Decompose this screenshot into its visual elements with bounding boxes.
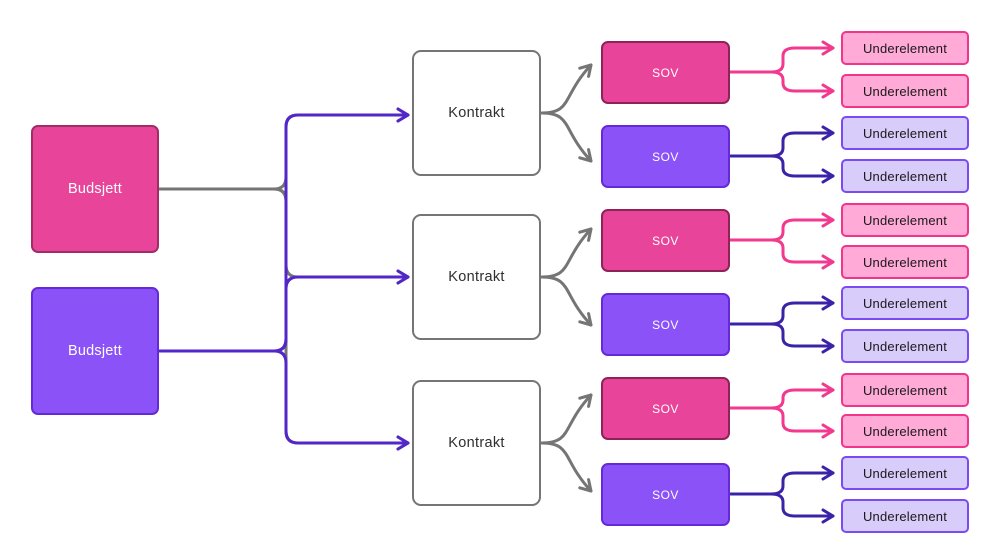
kontrakt-label: Kontrakt [448, 105, 505, 121]
edge-sov4-under7 [729, 295, 835, 326]
underelement-node-8[interactable]: Underelement [841, 329, 969, 363]
kontrakt-node-3[interactable]: Kontrakt [412, 380, 541, 506]
edge-sov5-under9 [729, 382, 835, 410]
edge-kontrakt2-sov4 [540, 275, 593, 327]
sov-label: SOV [652, 401, 679, 416]
budsjett-node-1[interactable]: Budsjett [31, 125, 159, 253]
budsjett-label: Budsjett [68, 343, 122, 359]
edge-kontrakt2-sov3 [540, 227, 593, 279]
sov-node-5[interactable]: SOV [601, 377, 730, 440]
edge-sov4-under8 [729, 322, 835, 354]
underelement-label: Underelement [862, 382, 948, 398]
underelement-node-9[interactable]: Underelement [841, 373, 969, 407]
sov-label: SOV [652, 233, 679, 248]
budsjett-node-2[interactable]: Budsjett [31, 287, 159, 415]
underelement-label: Underelement [862, 168, 948, 184]
edge-budsjett2-kontrakt3 [158, 349, 410, 451]
kontrakt-node-2[interactable]: Kontrakt [412, 214, 541, 340]
sov-node-6[interactable]: SOV [601, 463, 730, 526]
underelement-node-10[interactable]: Underelement [841, 414, 969, 448]
underelement-node-4[interactable]: Underelement [841, 159, 969, 193]
edge-budsjett1-kontrakt3 [158, 187, 410, 451]
underelement-label: Underelement [862, 295, 948, 311]
underelement-node-11[interactable]: Underelement [841, 456, 969, 490]
underelement-label: Underelement [862, 338, 948, 354]
edge-kontrakt1-sov2 [540, 111, 593, 163]
sov-node-3[interactable]: SOV [601, 209, 730, 272]
underelement-node-6[interactable]: Underelement [841, 245, 969, 279]
budsjett-label: Budsjett [68, 181, 122, 197]
sov-label: SOV [652, 65, 679, 80]
underelement-label: Underelement [862, 465, 948, 481]
edge-sov1-under2 [729, 70, 835, 99]
sov-node-4[interactable]: SOV [601, 293, 730, 356]
kontrakt-node-1[interactable]: Kontrakt [412, 50, 541, 176]
underelement-label: Underelement [862, 423, 948, 439]
kontrakt-label: Kontrakt [448, 269, 505, 285]
edge-sov2-under4 [729, 154, 835, 184]
edge-budsjett1-kontrakt2 [158, 187, 410, 285]
edge-budsjett2-kontrakt1 [158, 107, 410, 353]
edge-sov3-under5 [729, 212, 835, 242]
underelement-label: Underelement [862, 125, 948, 141]
edge-sov6-under11 [729, 465, 835, 496]
edge-kontrakt1-sov1 [540, 63, 593, 115]
sov-label: SOV [652, 149, 679, 164]
underelement-label: Underelement [862, 212, 948, 228]
underelement-label: Underelement [862, 40, 948, 56]
sov-node-2[interactable]: SOV [601, 125, 730, 188]
edge-budsjett2-kontrakt2 [158, 269, 410, 353]
underelement-node-12[interactable]: Underelement [841, 499, 969, 533]
underelement-node-1[interactable]: Underelement [841, 31, 969, 65]
underelement-label: Underelement [862, 254, 948, 270]
edge-kontrakt3-sov6 [540, 441, 593, 493]
sov-label: SOV [652, 317, 679, 332]
kontrakt-label: Kontrakt [448, 435, 505, 451]
underelement-label: Underelement [862, 83, 948, 99]
edge-kontrakt3-sov5 [540, 393, 593, 445]
sov-node-1[interactable]: SOV [601, 41, 730, 104]
underelement-node-5[interactable]: Underelement [841, 203, 969, 237]
underelement-node-2[interactable]: Underelement [841, 74, 969, 108]
edge-sov6-under12 [729, 492, 835, 524]
edge-sov2-under3 [729, 125, 835, 158]
edge-sov5-under10 [729, 406, 835, 439]
edge-sov1-under1 [729, 40, 835, 74]
underelement-node-7[interactable]: Underelement [841, 286, 969, 320]
sov-label: SOV [652, 487, 679, 502]
underelement-node-3[interactable]: Underelement [841, 116, 969, 150]
underelement-label: Underelement [862, 508, 948, 524]
edge-budsjett1-kontrakt1 [158, 107, 410, 191]
edge-sov3-under6 [729, 238, 835, 270]
